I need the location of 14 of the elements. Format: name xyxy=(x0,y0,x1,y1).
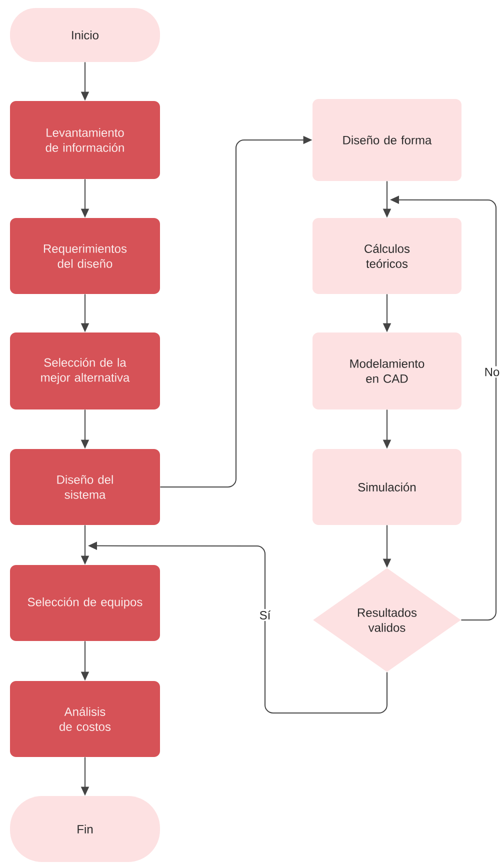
process-box: Modelamiento en CAD xyxy=(312,332,462,410)
process-box: Diseño del sistema xyxy=(10,449,160,525)
terminal-box: Inicio xyxy=(10,8,160,62)
process-box: Análisis de costos xyxy=(10,681,160,757)
process-box: Selección de la mejor alternativa xyxy=(10,332,160,410)
process-box: Cálculos teóricos xyxy=(312,218,462,294)
terminal-box: Fin xyxy=(10,796,160,862)
process-box: Simulación xyxy=(312,449,462,525)
process-box: Diseño de forma xyxy=(312,99,462,181)
process-box: Selección de equipos xyxy=(10,565,160,641)
process-box: Requerimientos del diseño xyxy=(10,218,160,294)
process-box: Levantamiento de información xyxy=(10,101,160,179)
edge-label: Sí xyxy=(258,609,272,621)
edge-label: No xyxy=(482,366,502,378)
